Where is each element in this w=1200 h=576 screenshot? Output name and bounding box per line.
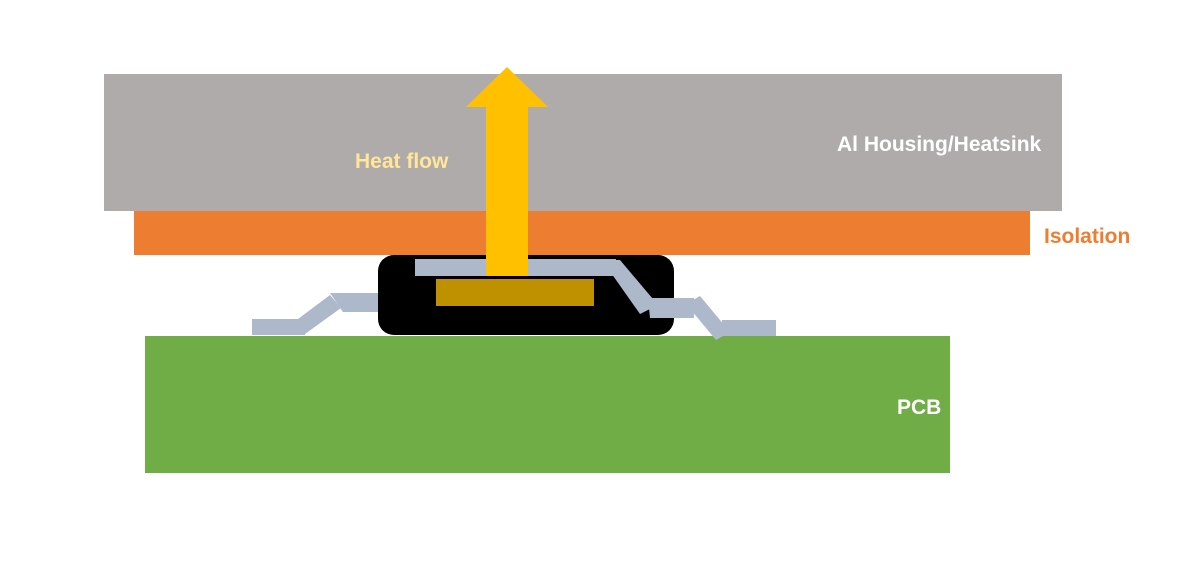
pcb-board — [145, 336, 950, 473]
heat-flow-arrow — [466, 67, 548, 276]
housing-label: Al Housing/Heatsink — [837, 133, 1042, 156]
lead-right-foot — [722, 320, 776, 336]
lead-left-top — [330, 293, 378, 312]
heat-flow-label: Heat flow — [355, 150, 449, 173]
lead-right-bend — [686, 296, 730, 340]
isolation-layer — [134, 211, 1030, 255]
lead-right-mid — [648, 298, 694, 318]
housing-block — [104, 74, 1062, 211]
lead-left-bend — [294, 295, 341, 334]
isolation-label: Isolation — [1044, 225, 1130, 248]
lead-left-foot — [252, 319, 305, 335]
lead-left — [252, 293, 378, 335]
lead-right — [415, 259, 776, 340]
die-pad — [436, 279, 594, 306]
pcb-label: PCB — [897, 396, 941, 419]
lead-right-diagonal — [602, 260, 658, 314]
